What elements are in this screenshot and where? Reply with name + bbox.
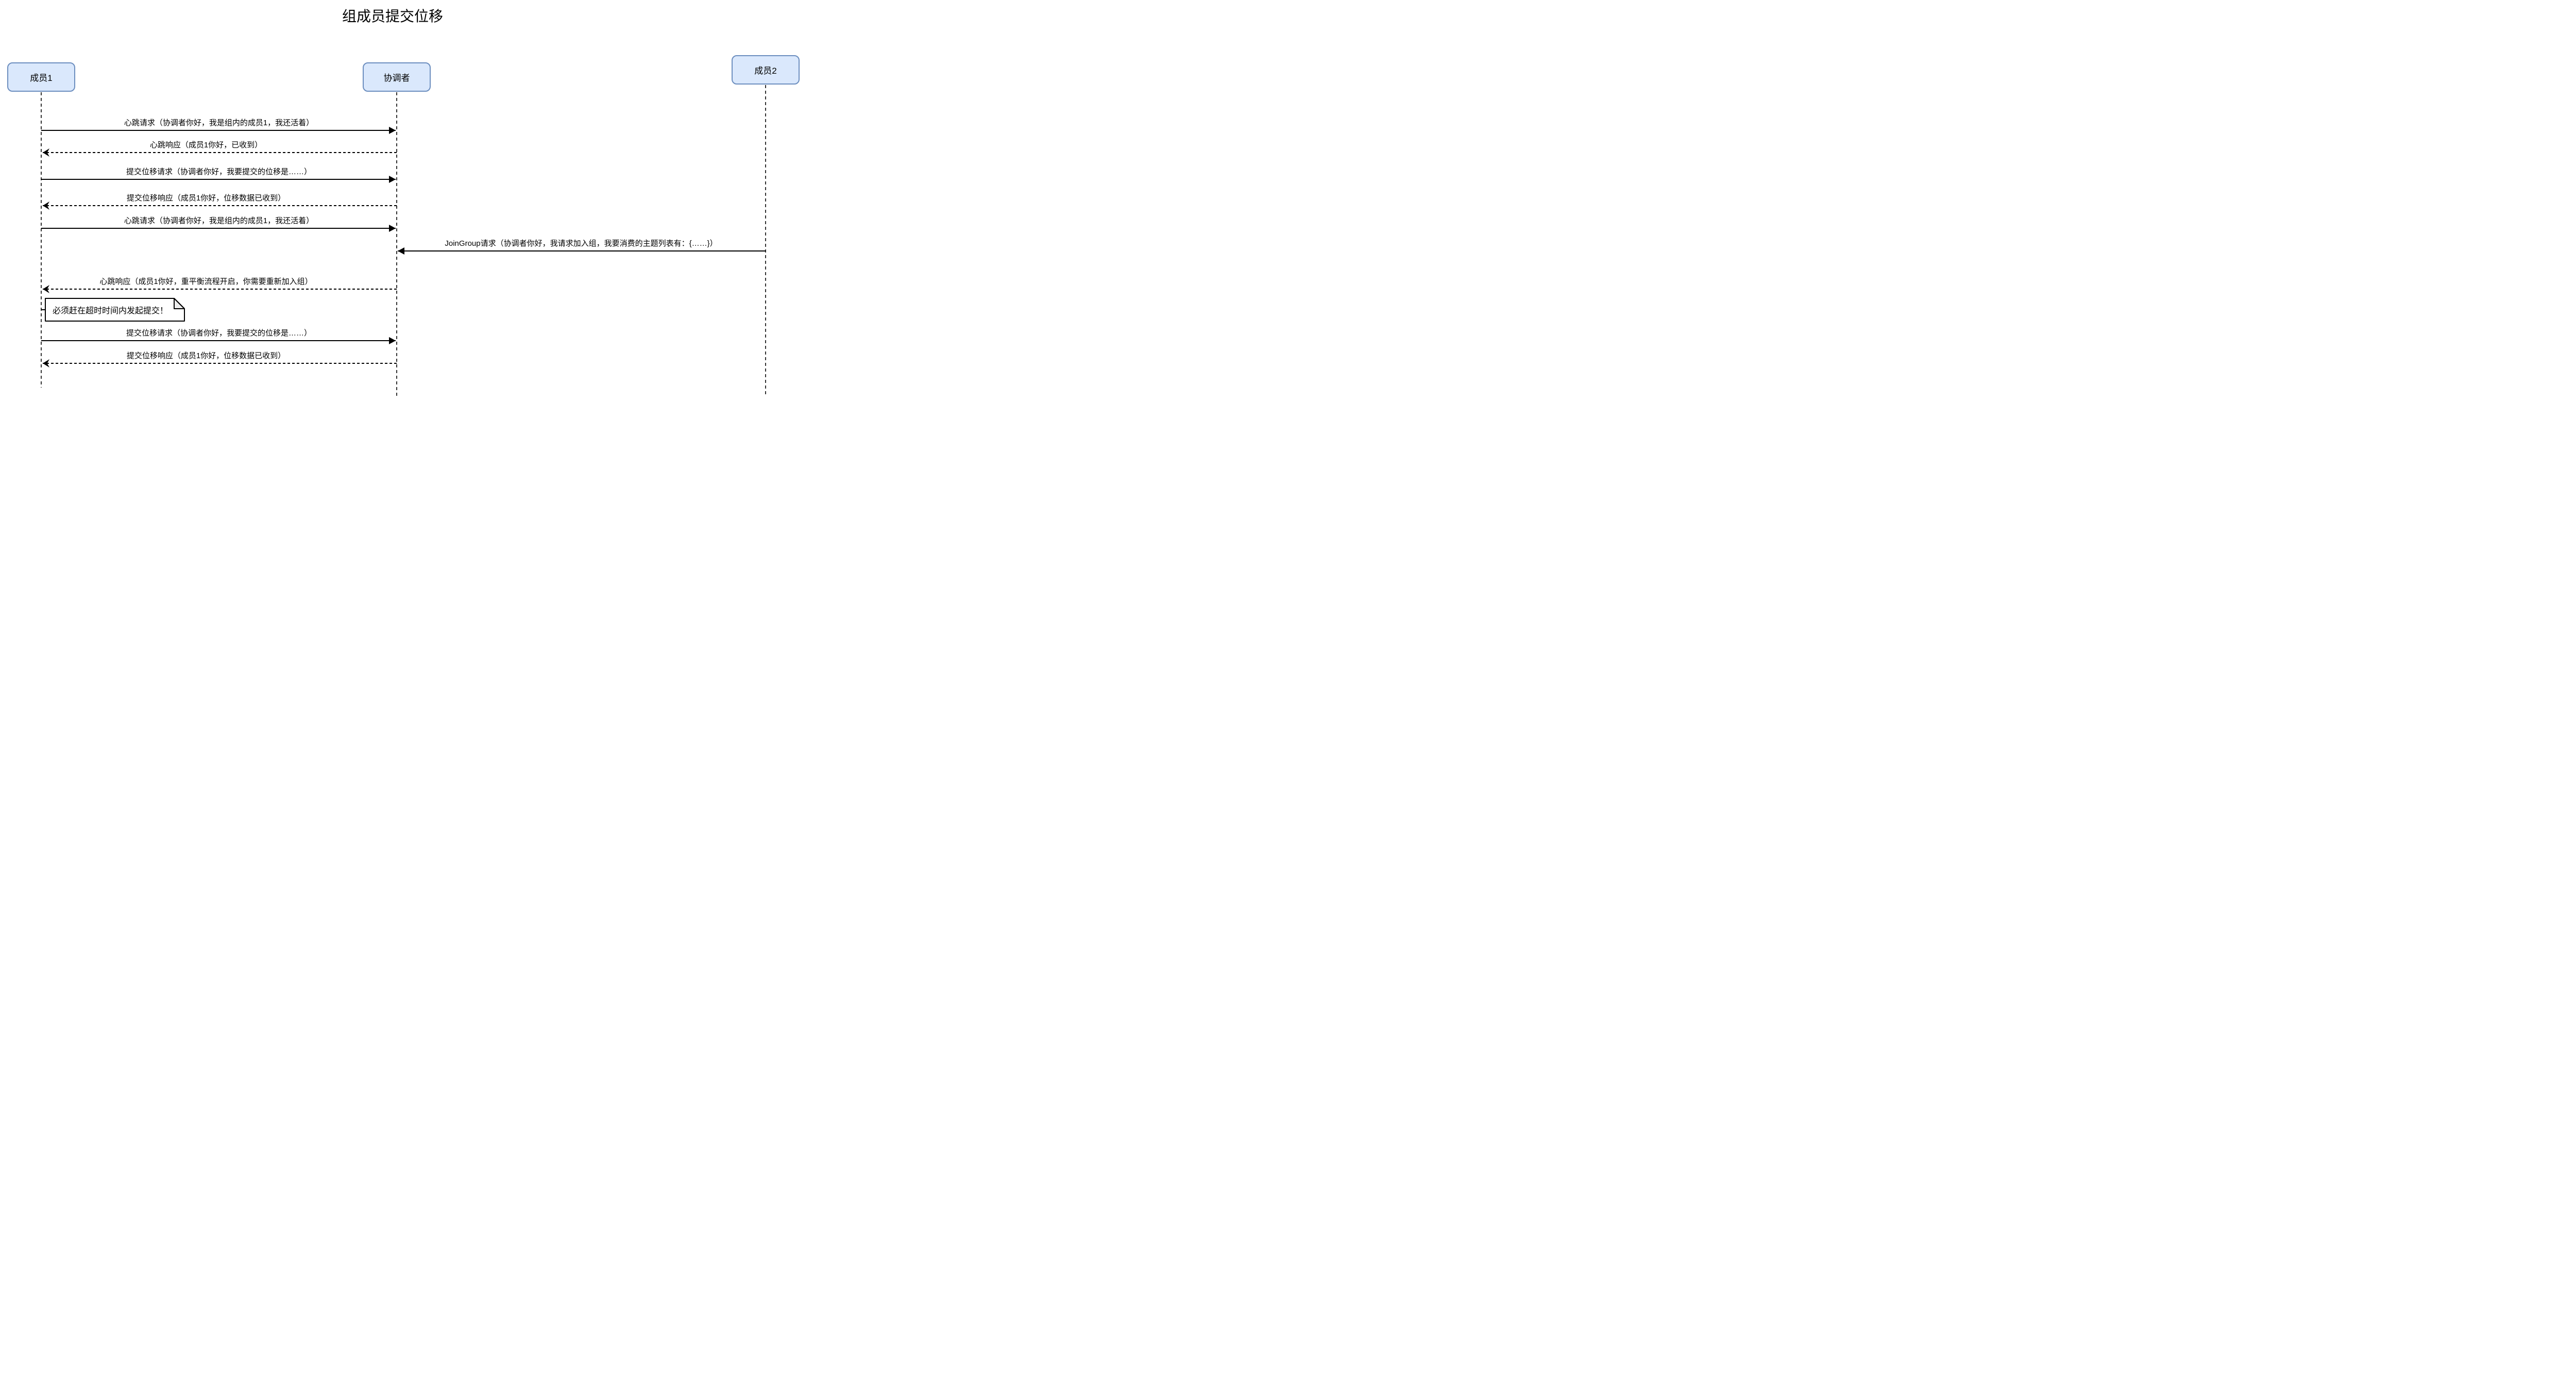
page-title: 组成员提交位移	[342, 8, 444, 24]
actor-box-coordinator: 协调者	[363, 62, 431, 92]
message-label-heartbeat-response-rebalance: 心跳响应（成员1你好，重平衡流程开启，你需要重新加入组）	[99, 277, 313, 286]
actor-box-member2: 成员2	[732, 55, 800, 85]
message-label-commit-offset-response-2: 提交位移响应（成员1你好，位移数据已收到）	[126, 351, 286, 360]
actor-label-member1: 成员1	[30, 73, 53, 83]
message-label-joingroup-request: JoinGroup请求（协调者你好，我请求加入组，我要消费的主题列表有：{……}…	[445, 239, 718, 248]
sequence-diagram-canvas: 组成员提交位移 成员1 协调者 成员2	[0, 0, 808, 403]
actor-label-coordinator: 协调者	[383, 73, 410, 83]
note-fold	[174, 298, 185, 309]
actor-label-member2: 成员2	[754, 66, 777, 76]
message-label-commit-offset-response-1: 提交位移响应（成员1你好，位移数据已收到）	[126, 194, 286, 203]
diagram-lines-layer	[41, 85, 766, 396]
actor-box-member1: 成员1	[7, 62, 75, 92]
message-label-commit-offset-request-1: 提交位移请求（协调者你好，我要提交的位移是……）	[126, 167, 312, 176]
message-label-heartbeat-response-1: 心跳响应（成员1你好，已收到）	[149, 141, 263, 149]
note-text: 必须赶在超时时间内发起提交！	[52, 307, 168, 315]
note-box	[45, 298, 185, 322]
message-label-commit-offset-request-2: 提交位移请求（协调者你好，我要提交的位移是……）	[126, 329, 312, 338]
message-label-heartbeat-request-1: 心跳请求（协调者你好，我是组内的成员1，我还活着）	[124, 119, 314, 127]
message-label-heartbeat-request-2: 心跳请求（协调者你好，我是组内的成员1，我还活着）	[124, 216, 314, 225]
